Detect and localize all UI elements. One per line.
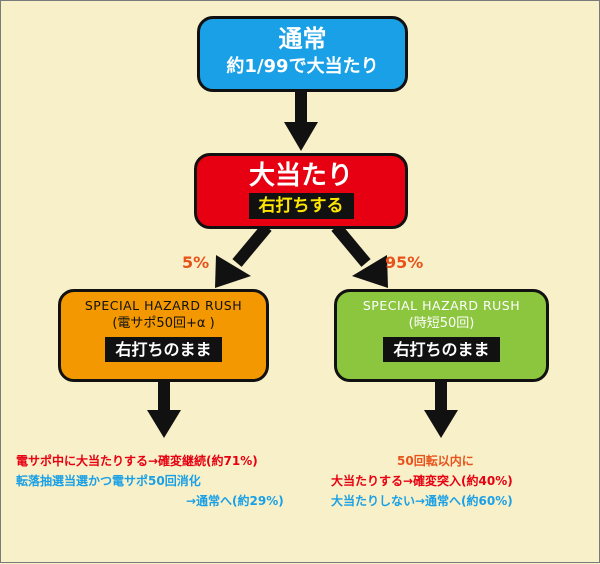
left-note-2: 転落抽選当選かつ電サポ50回消化: [16, 474, 201, 488]
jackpot-instruction-tag: 右打ちする: [248, 193, 354, 219]
normal-subtitle: 約1/99で大当たり: [226, 56, 379, 77]
left-instruction-tag: 右打ちのまま: [105, 337, 222, 362]
left-note-1: 電サポ中に大当たりする→確変継続(約71%): [16, 454, 258, 468]
left-rush-title: SPECIAL HAZARD RUSH: [84, 298, 243, 313]
node-jackpot: 大当たり 右打ちする: [194, 153, 408, 229]
right-note-2: 大当たりする→確変突入(約40%): [331, 474, 513, 488]
right-instruction-tag: 右打ちのまま: [383, 337, 500, 362]
left-note-3: →通常へ(約29%): [186, 494, 284, 508]
right-note-1: 50回転以内に: [397, 454, 474, 468]
arrow-hit-to-right: [331, 223, 388, 288]
arrow-normal-to-hit: [284, 92, 318, 151]
node-rush-left: SPECIAL HAZARD RUSH (電サポ50回+α ) 右打ちのまま: [58, 289, 269, 382]
left-rush-detail: (電サポ50回+α ): [112, 316, 215, 331]
right-rush-detail: (時短50回): [408, 316, 475, 331]
normal-title: 通常: [278, 25, 327, 53]
arrow-right-down: [424, 382, 458, 438]
node-normal-state: 通常 約1/99で大当たり: [197, 16, 408, 92]
left-branch-percent: 5%: [182, 253, 210, 272]
right-rush-title: SPECIAL HAZARD RUSH: [362, 298, 521, 313]
jackpot-title: 大当たり: [248, 161, 353, 191]
right-note-3: 大当たりしない→通常へ(約60%): [331, 494, 513, 508]
arrow-hit-to-left: [215, 223, 272, 288]
arrow-left-down: [147, 382, 181, 438]
right-branch-percent: 95%: [385, 253, 424, 272]
node-rush-right: SPECIAL HAZARD RUSH (時短50回) 右打ちのまま: [334, 289, 549, 382]
